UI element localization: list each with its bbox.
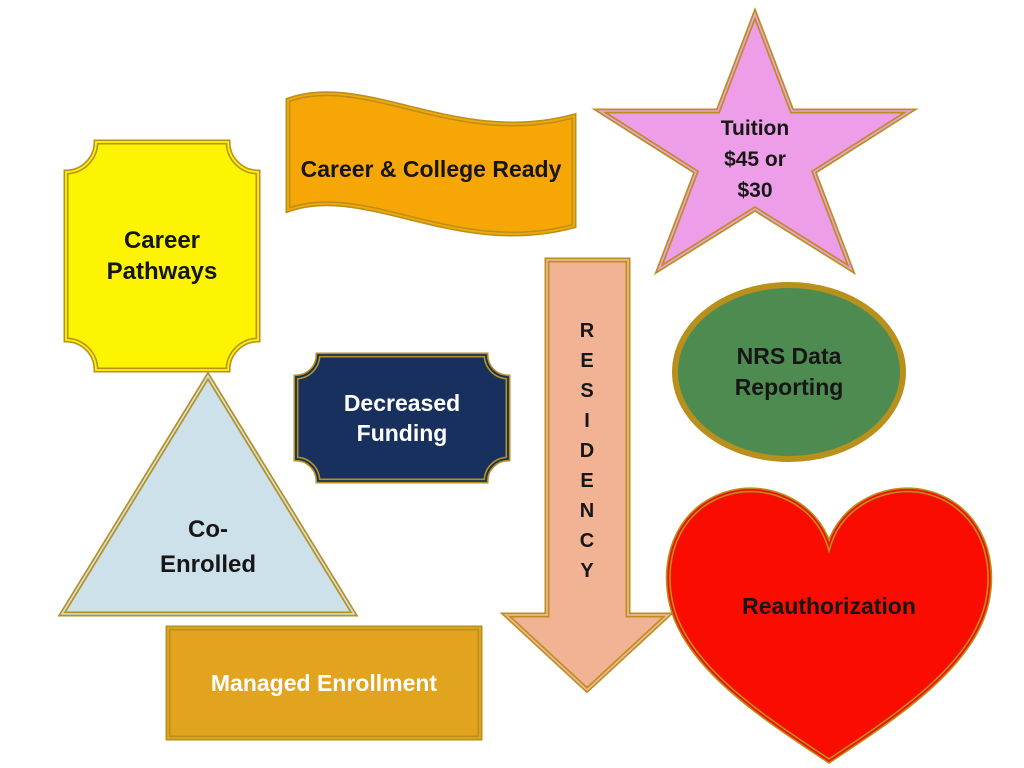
shape-residency-arrow: R E S I D E N C Y [499,257,675,694]
ellipse-shape-icon [672,282,906,462]
shape-nrs-data-reporting: NRS Data Reporting [672,282,906,462]
star-shape-icon [591,6,919,276]
plaque-shape-icon [293,352,511,484]
shape-tuition-star: Tuition $45 or $30 [591,6,919,276]
heart-shape-icon [665,487,993,764]
down-arrow-shape-icon [499,257,675,694]
plaque-shape-icon [63,139,261,373]
wave-banner-shape-icon [285,91,577,237]
shape-managed-enrollment: Managed Enrollment [165,625,483,741]
triangle-shape-icon [57,371,359,617]
shape-co-enrolled: Co- Enrolled [57,371,359,617]
shape-reauthorization-heart: Reauthorization [658,483,1000,764]
shape-career-college-ready: Career & College Ready [285,86,577,246]
shape-career-pathways: Career Pathways [63,139,261,373]
rectangle-shape-icon [165,625,483,741]
